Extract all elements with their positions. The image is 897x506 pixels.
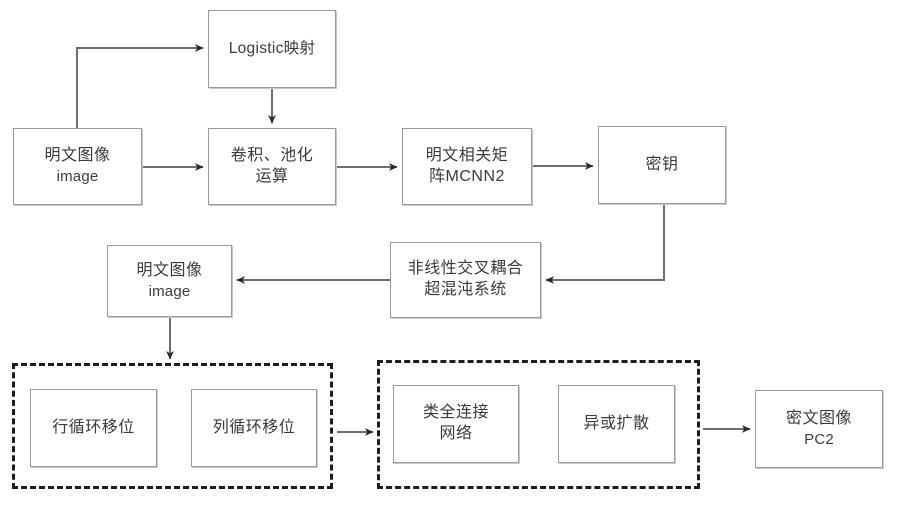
- ciphertext-image-label-en: PC2: [804, 430, 834, 448]
- row-cyclic-shift-label: 行循环移位: [52, 418, 135, 436]
- plaintext-correlation-matrix-node[interactable]: 明文相关矩 阵MCNN2: [402, 128, 532, 205]
- secret-key-node[interactable]: 密钥: [598, 126, 726, 204]
- plaintext-image-node-2[interactable]: 明文图像 image: [107, 245, 232, 317]
- plaintext-image-label-cn: 明文图像: [44, 147, 111, 165]
- plaintext-image-2-label-cn: 明文图像: [136, 261, 203, 279]
- plaintext-image-2-label-en: image: [148, 282, 191, 300]
- nonlinear-cross-coupled-hyperchaotic-system-node[interactable]: 非线性交叉耦合 超混沌系统: [390, 242, 541, 318]
- quasi-fully-connected-network-node[interactable]: 类全连接 网络: [393, 385, 519, 463]
- conv-pool-label-line2: 运算: [255, 167, 289, 185]
- conv-pool-node[interactable]: 卷积、池化 运算: [208, 128, 336, 205]
- ciphertext-image-label-cn: 密文图像: [785, 409, 852, 427]
- diffusion-stage-group: [377, 360, 700, 489]
- conv-pool-label-line1: 卷积、池化: [230, 146, 314, 164]
- edge-plaintext-to-logistic: [76, 44, 204, 128]
- plaintext-image-node[interactable]: 明文图像 image: [13, 128, 142, 205]
- logistic-map-node[interactable]: Logistic映射: [208, 10, 336, 88]
- fc-network-label-line2: 网络: [439, 425, 473, 442]
- correlation-matrix-label-line1: 明文相关矩: [425, 146, 509, 164]
- logistic-map-label: Logistic映射: [228, 39, 316, 57]
- xor-diffusion-node[interactable]: 异或扩散: [558, 385, 675, 463]
- ciphertext-image-node[interactable]: 密文图像 PC2: [755, 390, 883, 468]
- row-cyclic-shift-node[interactable]: 行循环移位: [30, 389, 157, 467]
- xor-diffusion-label: 异或扩散: [583, 414, 650, 432]
- correlation-matrix-label-line2: 阵MCNN2: [429, 167, 505, 185]
- hyperchaos-label-line2: 超混沌系统: [424, 281, 507, 298]
- column-cyclic-shift-label: 列循环移位: [212, 418, 296, 436]
- fc-network-label-line1: 类全连接: [422, 404, 489, 422]
- secret-key-label: 密钥: [645, 155, 679, 173]
- edge-key-to-hyperchaos: [545, 204, 665, 284]
- permutation-stage-group: [12, 363, 333, 489]
- plaintext-image-label-en: image: [56, 168, 99, 186]
- column-cyclic-shift-node[interactable]: 列循环移位: [191, 389, 317, 467]
- hyperchaos-label-line1: 非线性交叉耦合: [407, 260, 524, 278]
